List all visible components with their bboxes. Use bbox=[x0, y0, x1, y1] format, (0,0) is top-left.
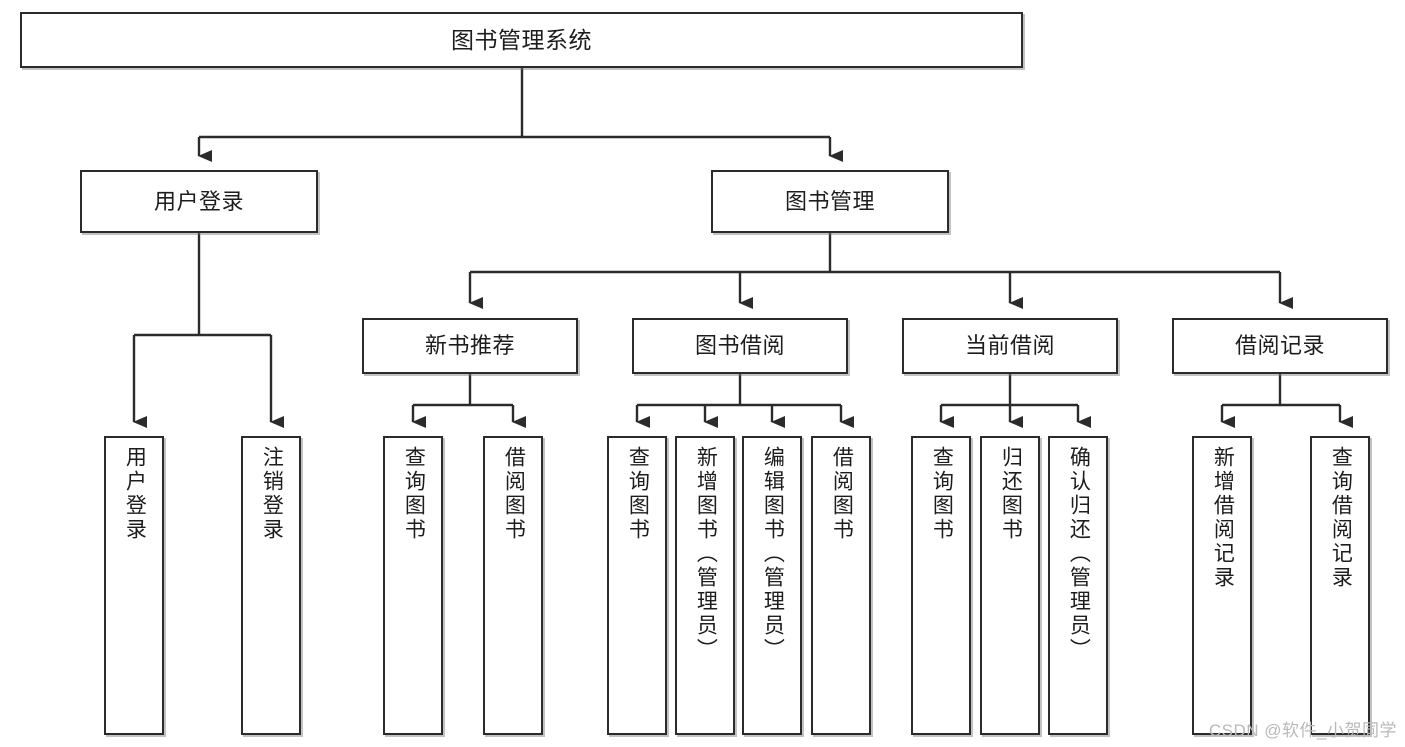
node-user-login-label: 用户登录 bbox=[153, 188, 244, 214]
node-current-borrow[interactable]: 当前借阅 bbox=[902, 318, 1118, 374]
node-leaf-return-book-label: 归还图书 bbox=[999, 446, 1023, 542]
node-leaf-query-book-3[interactable]: 查询图书 bbox=[911, 436, 971, 735]
node-leaf-query-book-2-label: 查询图书 bbox=[626, 446, 650, 542]
node-leaf-logout[interactable]: 注销登录 bbox=[241, 436, 301, 735]
node-leaf-query-book-1-label: 查询图书 bbox=[402, 446, 426, 542]
node-book-management-label: 图书管理 bbox=[784, 188, 875, 214]
node-leaf-user-login[interactable]: 用户登录 bbox=[104, 436, 164, 735]
node-leaf-borrow-book-1[interactable]: 借阅图书 bbox=[483, 436, 543, 735]
node-leaf-confirm-return[interactable]: 确认归还（管理员） bbox=[1048, 436, 1108, 735]
node-leaf-query-record-label: 查询借阅记录 bbox=[1329, 446, 1353, 590]
node-leaf-query-book-2[interactable]: 查询图书 bbox=[607, 436, 667, 735]
node-new-book-recommend[interactable]: 新书推荐 bbox=[362, 318, 578, 374]
node-leaf-borrow-book-1-label: 借阅图书 bbox=[502, 446, 526, 542]
node-leaf-return-book[interactable]: 归还图书 bbox=[980, 436, 1040, 735]
node-leaf-query-record[interactable]: 查询借阅记录 bbox=[1310, 436, 1370, 735]
node-new-book-recommend-label: 新书推荐 bbox=[424, 333, 515, 359]
node-book-borrow[interactable]: 图书借阅 bbox=[632, 318, 848, 374]
node-book-management[interactable]: 图书管理 bbox=[711, 170, 949, 233]
node-leaf-query-book-1[interactable]: 查询图书 bbox=[383, 436, 443, 735]
node-borrow-record-label: 借阅记录 bbox=[1234, 333, 1325, 359]
node-leaf-edit-book[interactable]: 编辑图书（管理员） bbox=[742, 436, 802, 735]
node-leaf-query-book-3-label: 查询图书 bbox=[930, 446, 954, 542]
node-borrow-record[interactable]: 借阅记录 bbox=[1172, 318, 1388, 374]
node-book-borrow-label: 图书借阅 bbox=[694, 333, 785, 359]
node-leaf-user-login-label: 用户登录 bbox=[123, 446, 147, 542]
node-leaf-edit-book-label: 编辑图书（管理员） bbox=[761, 446, 785, 662]
node-leaf-add-book[interactable]: 新增图书（管理员） bbox=[675, 436, 735, 735]
node-leaf-add-record-label: 新增借阅记录 bbox=[1211, 446, 1235, 590]
node-leaf-add-book-label: 新增图书（管理员） bbox=[694, 446, 718, 662]
node-root[interactable]: 图书管理系统 bbox=[20, 12, 1023, 68]
node-leaf-add-record[interactable]: 新增借阅记录 bbox=[1192, 436, 1252, 735]
node-leaf-logout-label: 注销登录 bbox=[260, 446, 284, 542]
node-leaf-confirm-return-label: 确认归还（管理员） bbox=[1067, 446, 1091, 662]
node-root-label: 图书管理系统 bbox=[451, 26, 592, 53]
node-leaf-borrow-book-2[interactable]: 借阅图书 bbox=[811, 436, 871, 735]
node-user-login[interactable]: 用户登录 bbox=[80, 170, 318, 233]
node-leaf-borrow-book-2-label: 借阅图书 bbox=[830, 446, 854, 542]
node-current-borrow-label: 当前借阅 bbox=[964, 333, 1055, 359]
